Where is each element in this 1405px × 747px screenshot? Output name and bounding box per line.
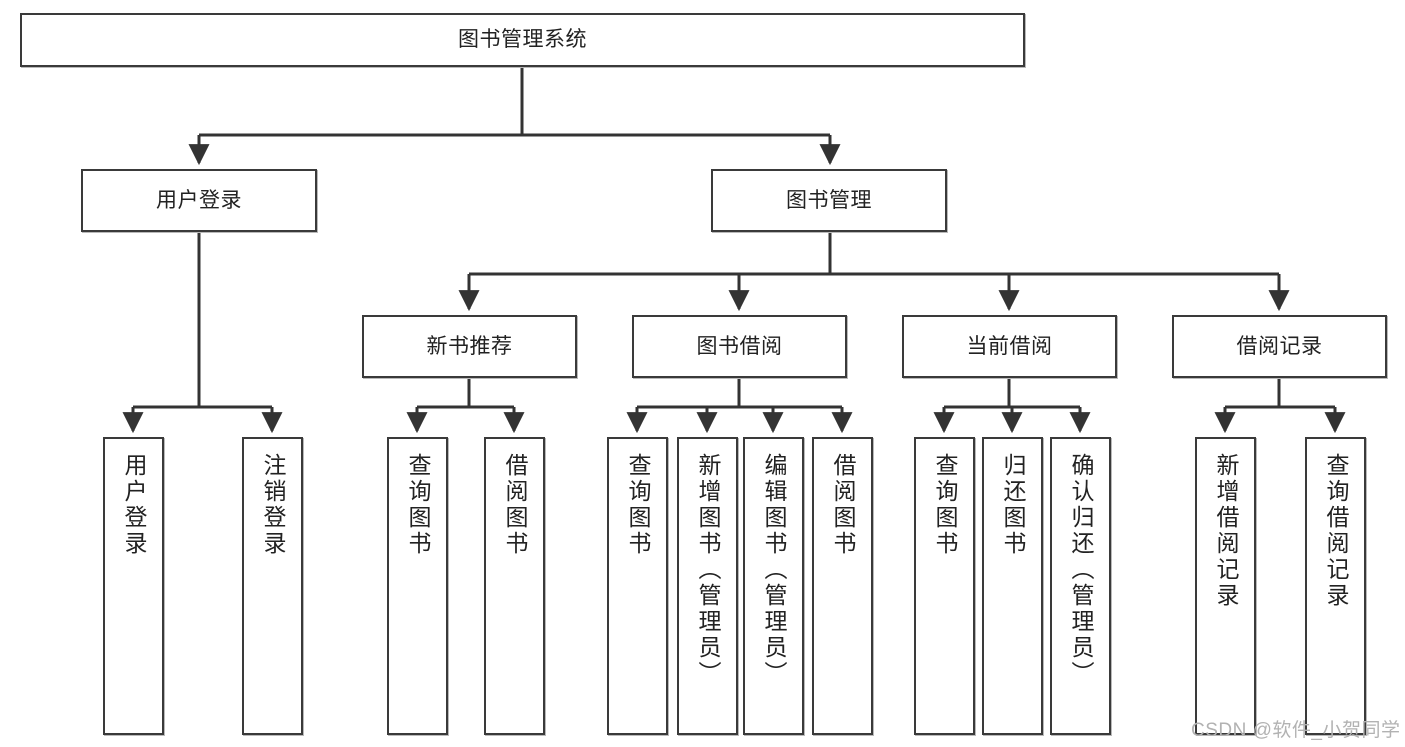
node-label: 查询图书 xyxy=(932,453,958,557)
leaf-book-borrow-borrow[interactable]: 借阅图书 xyxy=(812,437,873,735)
node-label: 借阅图书 xyxy=(830,453,856,557)
leaf-user-login-login[interactable]: 用户登录 xyxy=(103,437,164,735)
node-label: 新增借阅记录 xyxy=(1213,453,1239,609)
node-label: 归还图书 xyxy=(1000,453,1026,557)
leaf-book-borrow-query[interactable]: 查询图书 xyxy=(607,437,668,735)
node-label: 注销登录 xyxy=(260,453,286,557)
leaf-borrow-record-add[interactable]: 新增借阅记录 xyxy=(1195,437,1256,735)
leaf-current-borrow-return[interactable]: 归还图书 xyxy=(982,437,1043,735)
leaf-user-login-logout[interactable]: 注销登录 xyxy=(242,437,303,735)
node-book-borrow[interactable]: 图书借阅 xyxy=(632,315,847,378)
leaf-current-borrow-confirm-return[interactable]: 确认归还（管理员） xyxy=(1050,437,1111,735)
leaf-new-book-borrow[interactable]: 借阅图书 xyxy=(484,437,545,735)
node-label: 用户登录 xyxy=(121,453,147,557)
leaf-current-borrow-query[interactable]: 查询图书 xyxy=(914,437,975,735)
leaf-book-borrow-add[interactable]: 新增图书（管理员） xyxy=(677,437,738,735)
node-label: 编辑图书（管理员） xyxy=(761,453,787,687)
node-label: 图书管理系统 xyxy=(458,28,587,52)
node-label: 当前借阅 xyxy=(966,334,1053,358)
node-label: 确认归还（管理员） xyxy=(1068,453,1094,687)
leaf-borrow-record-query[interactable]: 查询借阅记录 xyxy=(1305,437,1366,735)
leaf-book-borrow-edit[interactable]: 编辑图书（管理员） xyxy=(743,437,804,735)
node-current-borrow[interactable]: 当前借阅 xyxy=(902,315,1117,378)
node-label: 借阅图书 xyxy=(502,453,528,557)
node-label: 新书推荐 xyxy=(426,334,513,358)
node-label: 查询借阅记录 xyxy=(1323,453,1349,609)
node-root-system[interactable]: 图书管理系统 xyxy=(20,13,1025,67)
node-label: 图书管理 xyxy=(786,188,872,212)
node-label: 用户登录 xyxy=(156,188,242,212)
node-label: 新增图书（管理员） xyxy=(695,453,721,687)
node-label: 查询图书 xyxy=(405,453,431,557)
leaf-new-book-query[interactable]: 查询图书 xyxy=(387,437,448,735)
node-label: 图书借阅 xyxy=(696,334,783,358)
node-label: 借阅记录 xyxy=(1236,334,1323,358)
node-book-management[interactable]: 图书管理 xyxy=(711,169,947,232)
node-new-book-recommend[interactable]: 新书推荐 xyxy=(362,315,577,378)
node-label: 查询图书 xyxy=(625,453,651,557)
node-borrow-record[interactable]: 借阅记录 xyxy=(1172,315,1387,378)
node-user-login[interactable]: 用户登录 xyxy=(81,169,317,232)
